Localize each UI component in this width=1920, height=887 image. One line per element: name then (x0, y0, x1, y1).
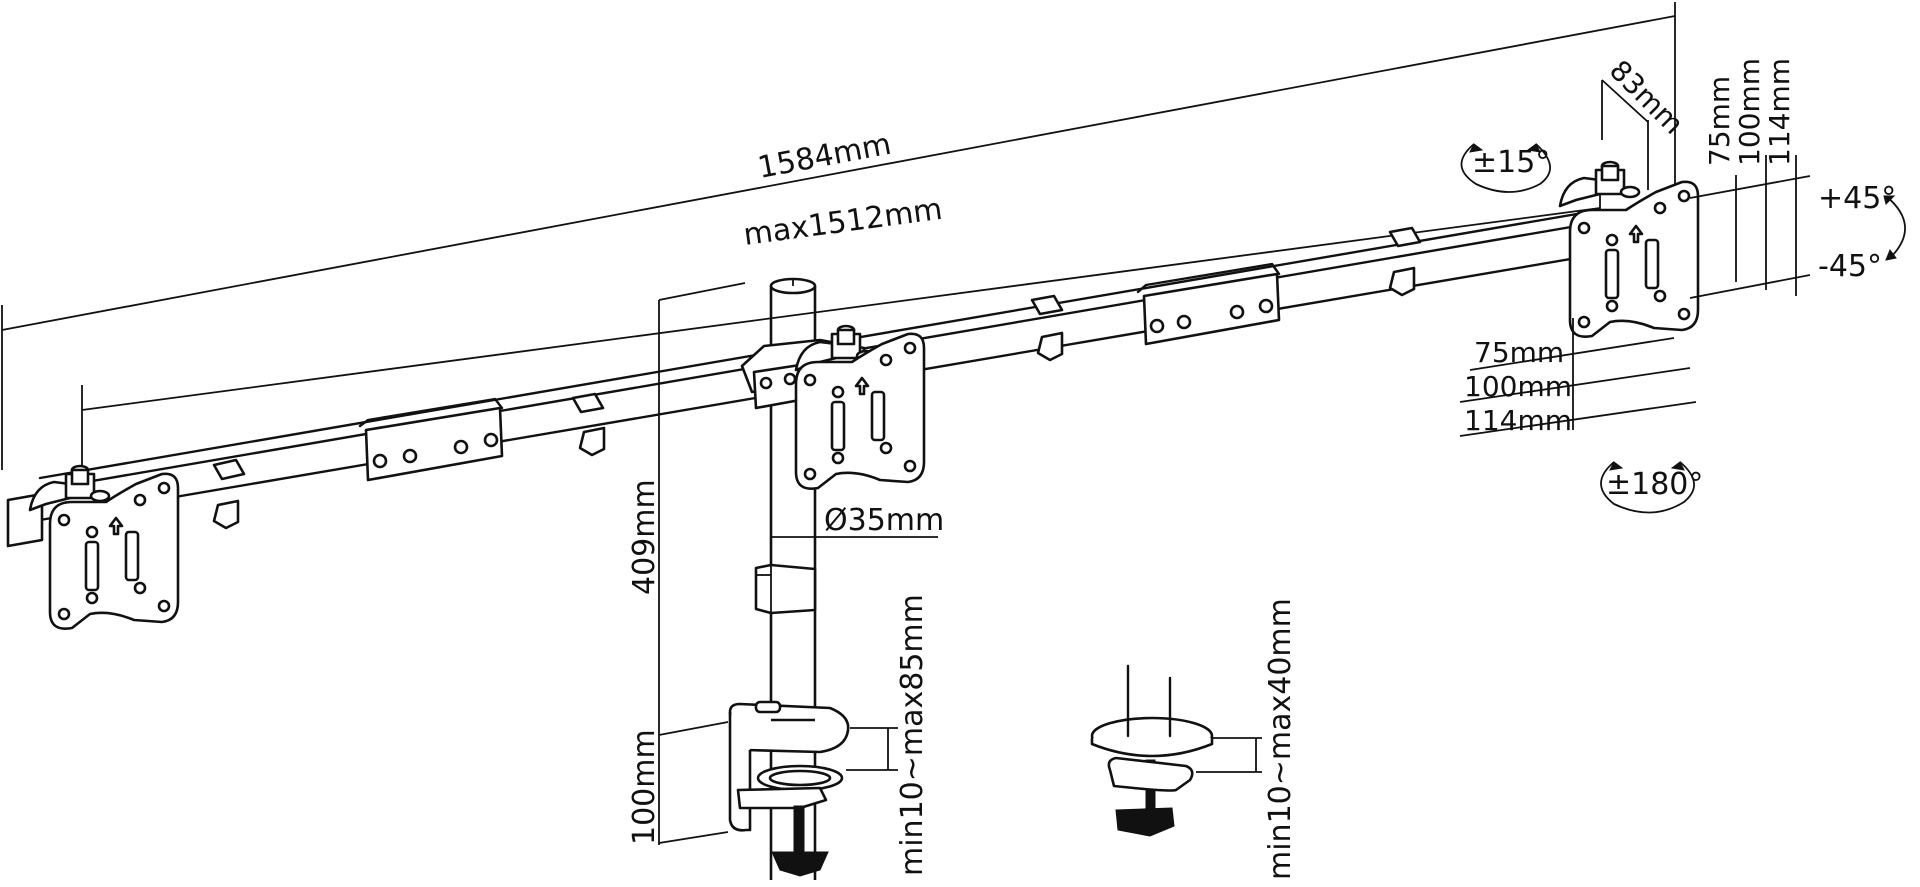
clamp-screw (793, 805, 805, 853)
tilt-arc (1885, 195, 1906, 259)
clamp-top-plate (728, 702, 850, 754)
tilt-up-label: +45° (1818, 181, 1896, 216)
grommet-knob (1115, 807, 1175, 837)
plate-offset-label: 83mm (1603, 54, 1690, 141)
grommet-range-dimension: min10~max40mm (1196, 598, 1298, 880)
center-vesa-plate (794, 324, 926, 490)
desk-clamp (728, 700, 850, 877)
clamp-height-label: 100mm (627, 729, 662, 845)
left-sleeve (358, 397, 504, 482)
grommet-base (1090, 664, 1214, 837)
vesa-horizontal-line-114 (1459, 401, 1697, 437)
tilt-arrow-down-icon (1885, 248, 1897, 261)
vesa-horizontal-dimensions: 75mm 100mm 114mm (1459, 318, 1697, 437)
pole-height-label: 409mm (627, 479, 662, 595)
cable-clip (212, 458, 246, 481)
bolt (483, 432, 499, 448)
swivel-arrow-right-icon (1526, 143, 1541, 153)
tilt-indicator: +45° -45° (1818, 181, 1906, 284)
max-span-label: max1512mm (741, 192, 944, 253)
pole-diameter-dimension: Ø35mm (771, 503, 944, 538)
clamp-knob (771, 851, 829, 877)
bolt (372, 453, 388, 469)
pole-height-extension-top (658, 282, 746, 301)
cable-clip (1388, 226, 1422, 248)
vesa-vertical-label-114: 114mm (1763, 58, 1796, 166)
bolt (1229, 304, 1245, 320)
swivel-label: ±15° (1472, 145, 1550, 180)
plate-offset-line (1601, 79, 1649, 123)
overall-width-line (1, 15, 1676, 331)
left-sleeve-top (358, 397, 504, 428)
cable-hook (1036, 331, 1064, 362)
cable-clip (1030, 294, 1064, 316)
cable-clips (212, 226, 1422, 530)
grommet-plate (1107, 756, 1194, 792)
cable-hook (1388, 266, 1416, 297)
right-sleeve-body (1142, 272, 1281, 346)
vesa-horizontal-line-75 (1469, 337, 1675, 371)
max-span-line (81, 207, 1601, 411)
tilt-arrow-up-icon (1883, 195, 1896, 205)
rotation-indicator: ±180° (1600, 461, 1703, 514)
vesa-vertical-dimensions: 75mm 100mm 114mm (1689, 58, 1811, 299)
grommet-pole-stub (1126, 718, 1172, 738)
vesa-vertical-extension-top (1689, 175, 1811, 199)
rotation-arrow-left-icon (1609, 461, 1624, 471)
clamp-height-dimension: 100mm (627, 721, 729, 845)
grommet-disc-edge (1090, 738, 1214, 758)
clamp-height-extension-top (658, 721, 729, 736)
overall-width-label: 1584mm (755, 127, 894, 186)
cable-hook (212, 499, 240, 530)
right-sleeve-top (1136, 262, 1281, 294)
vesa-horizontal-label-114: 114mm (1464, 404, 1572, 437)
swivel-arrow-left-icon (1469, 143, 1484, 153)
clamp-range-dimension: min10~max85mm (846, 594, 930, 876)
bolt (1176, 314, 1192, 330)
swivel-indicator: ±15° (1460, 143, 1551, 193)
vesa-horizontal-label-100: 100mm (1464, 370, 1572, 403)
right-sleeve (1136, 262, 1281, 346)
bolt (783, 372, 797, 386)
vesa-vertical-label-75: 75mm (1703, 76, 1736, 166)
bolt (453, 439, 469, 455)
bolt (1258, 298, 1274, 314)
cable-hook (578, 426, 606, 457)
cable-clip (571, 392, 605, 414)
vesa-horizontal-label-75: 75mm (1474, 336, 1564, 369)
rotation-arc (1600, 461, 1695, 514)
grommet-range-label: min10~max40mm (1263, 598, 1298, 880)
left-sleeve-body (364, 406, 504, 482)
bolt (1149, 318, 1165, 334)
clamp-slot (754, 700, 782, 714)
rotation-label: ±180° (1606, 467, 1703, 502)
left-vesa-plate (6, 464, 180, 630)
tilt-down-label: -45° (1818, 249, 1882, 284)
right-vesa-plate (1558, 160, 1700, 338)
rotation-arrow-right-icon (1670, 461, 1685, 471)
vesa-horizontal-line-100 (1459, 367, 1691, 403)
clamp-range-label: min10~max85mm (895, 594, 930, 876)
pole-cable-clip (754, 563, 817, 615)
clamp-lower-jaw (736, 786, 828, 810)
clamp-pressure-pad-inner (768, 769, 832, 787)
vesa-vertical-label-100: 100mm (1733, 58, 1766, 166)
bolt (402, 448, 418, 464)
pole-diameter-label: Ø35mm (824, 503, 944, 538)
clamp-height-extension-bottom (658, 831, 729, 844)
pole-height-dimension: 409mm (627, 282, 746, 845)
vesa-vertical-extension-bottom (1689, 274, 1811, 299)
swivel-arc (1460, 143, 1551, 193)
bolt (759, 376, 773, 390)
